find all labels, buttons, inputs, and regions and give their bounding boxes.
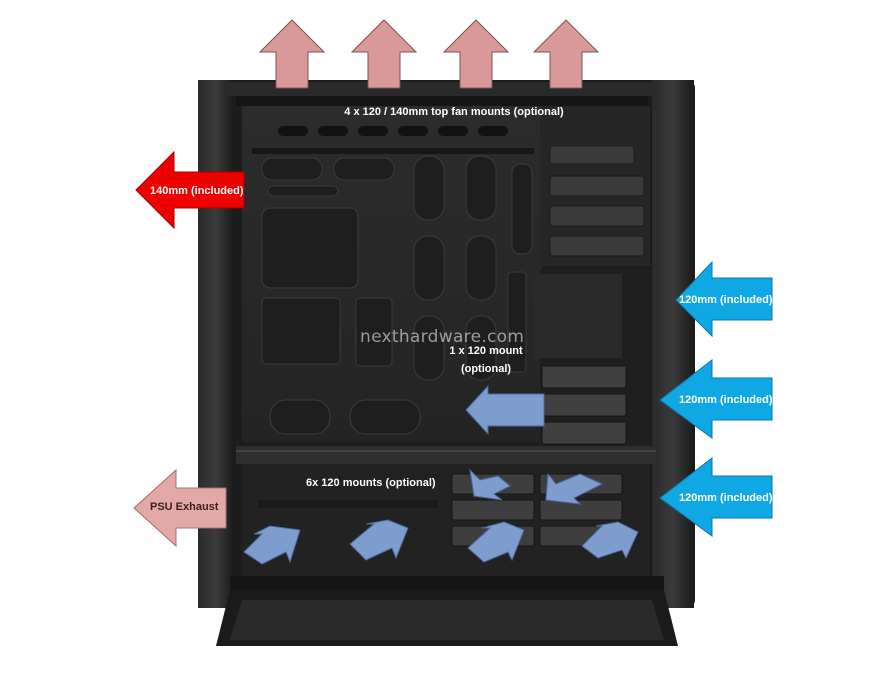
top-mounts-label: 4 x 120 / 140mm top fan mounts (optional…	[344, 106, 564, 118]
bottom-intake-arrow	[581, 521, 639, 560]
cage-intake-arrow	[545, 472, 604, 505]
front-intake-arrow-bottom	[659, 456, 773, 537]
mid-mount-label-line1: 1 x 120 mount	[449, 345, 523, 357]
cage-intake-arrow	[469, 468, 511, 501]
psu-exhaust-arrow	[133, 468, 227, 548]
pc-case	[198, 80, 695, 646]
front-intake-label-top: 120mm (included)	[679, 294, 773, 306]
top-exhaust-arrow	[442, 19, 510, 89]
front-intake-arrow-mid	[659, 358, 773, 439]
bottom-mounts-label: 6x 120 mounts (optional)	[306, 477, 436, 489]
rear-exhaust-arrow	[135, 150, 245, 230]
front-intake-label-mid: 120mm (included)	[679, 394, 773, 406]
bottom-intake-arrow	[349, 519, 409, 561]
bottom-intake-arrow	[243, 525, 301, 565]
mid-mount-label-line2: (optional)	[460, 363, 512, 375]
front-intake-label-bottom: 120mm (included)	[679, 492, 773, 504]
top-exhaust-arrow	[532, 19, 600, 89]
top-exhaust-arrow	[350, 19, 418, 89]
mid-mount-arrow	[465, 384, 545, 436]
top-arrow-group	[258, 19, 600, 89]
rear-exhaust-label: 140mm (included)	[150, 185, 244, 197]
bottom-intake-arrow	[467, 521, 525, 563]
front-intake-arrow-top	[675, 260, 773, 338]
watermark: nexthardware.com	[360, 327, 525, 347]
psu-exhaust-label: PSU Exhaust	[150, 501, 219, 513]
top-exhaust-arrow	[258, 19, 326, 89]
